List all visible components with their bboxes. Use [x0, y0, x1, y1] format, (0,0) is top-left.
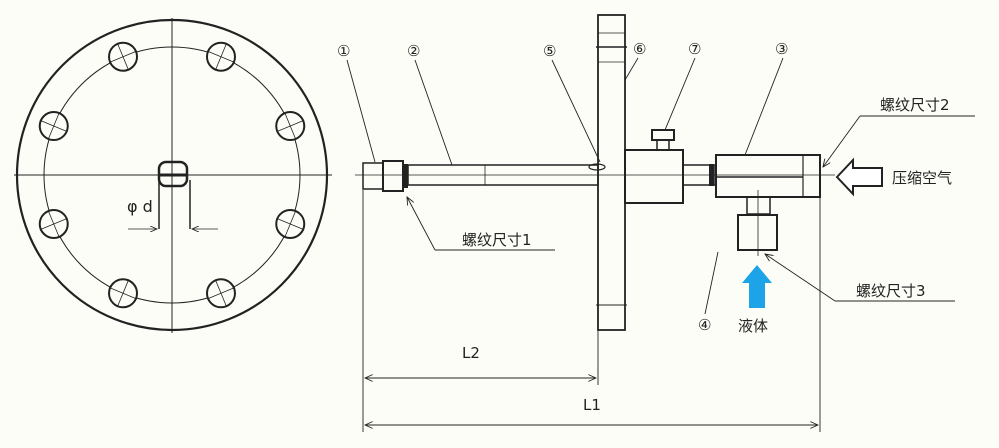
screw-part7: [651, 129, 675, 141]
L2-label: L2: [462, 344, 480, 362]
bolt-hole: [205, 41, 236, 72]
bolt-hole: [205, 278, 236, 309]
part2-label: ②: [407, 42, 420, 60]
flange-front-view: φ d: [14, 18, 332, 333]
liquid-arrow-icon: [742, 265, 772, 308]
bolt-hole: [108, 41, 139, 72]
thread2-label: 螺纹尺寸2: [880, 96, 950, 114]
bolt-hole: [38, 111, 69, 142]
nozzle-tip-front: [157, 160, 189, 188]
diameter-label: φ d: [127, 197, 153, 216]
leader-lines: [346, 57, 975, 315]
part6-label: ⑥: [633, 40, 646, 58]
part5-label: ⑤: [543, 42, 556, 60]
compressed-air-label: 压缩空气: [892, 169, 952, 187]
part4-label: ④: [698, 316, 711, 334]
body-block: [624, 149, 684, 204]
bolt-hole: [275, 208, 306, 239]
dimension-lines: [362, 190, 821, 432]
nozzle-tip: [362, 162, 384, 190]
nozzle-side-view: [355, 14, 835, 331]
bolt-hole: [275, 111, 306, 142]
compressed-air-arrow-icon: [835, 157, 883, 197]
bolt-holes: [38, 41, 306, 309]
fitting-part4: [737, 214, 778, 251]
bolt-hole: [108, 278, 139, 309]
thread1-label: 螺纹尺寸1: [462, 231, 532, 249]
liquid-label: 液体: [738, 317, 768, 335]
tee-part3: [715, 154, 821, 198]
nut-part1: [382, 160, 404, 192]
part3-label: ③: [775, 40, 788, 58]
part1-label: ①: [337, 42, 350, 60]
L1-label: L1: [583, 396, 601, 414]
part7-label: ⑦: [688, 40, 701, 58]
bolt-hole: [38, 208, 69, 239]
thread3-label: 螺纹尺寸3: [856, 282, 926, 300]
